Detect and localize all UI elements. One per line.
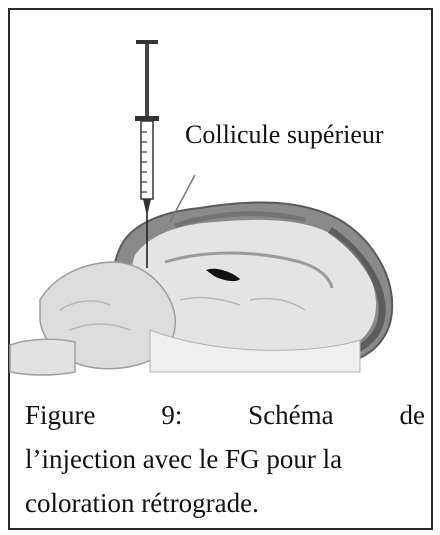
syringe-tip: [143, 199, 151, 212]
caption-line-1: Figure 9: Schéma de: [25, 393, 425, 437]
plunger-cap: [136, 40, 158, 44]
syringe-barrel: [141, 121, 153, 199]
brain-injection-illustration: [0, 0, 440, 380]
caption-figure-word: Figure: [25, 393, 96, 437]
caption-line-3: coloration rétrograde.: [25, 481, 425, 525]
brain-section: [10, 202, 392, 375]
caption-title-word-1: Schéma: [248, 393, 333, 437]
spinal-cord: [10, 339, 75, 375]
caption-figure-number: 9:: [161, 393, 182, 437]
figure-caption: Figure 9: Schéma de l’injection avec le …: [25, 393, 425, 525]
caption-title-word-2: de: [399, 393, 424, 437]
plunger-rod: [145, 44, 149, 116]
caption-line-2: l’injection avec le FG pour la: [25, 437, 425, 481]
callout-label: Collicule supérieur: [185, 120, 384, 150]
